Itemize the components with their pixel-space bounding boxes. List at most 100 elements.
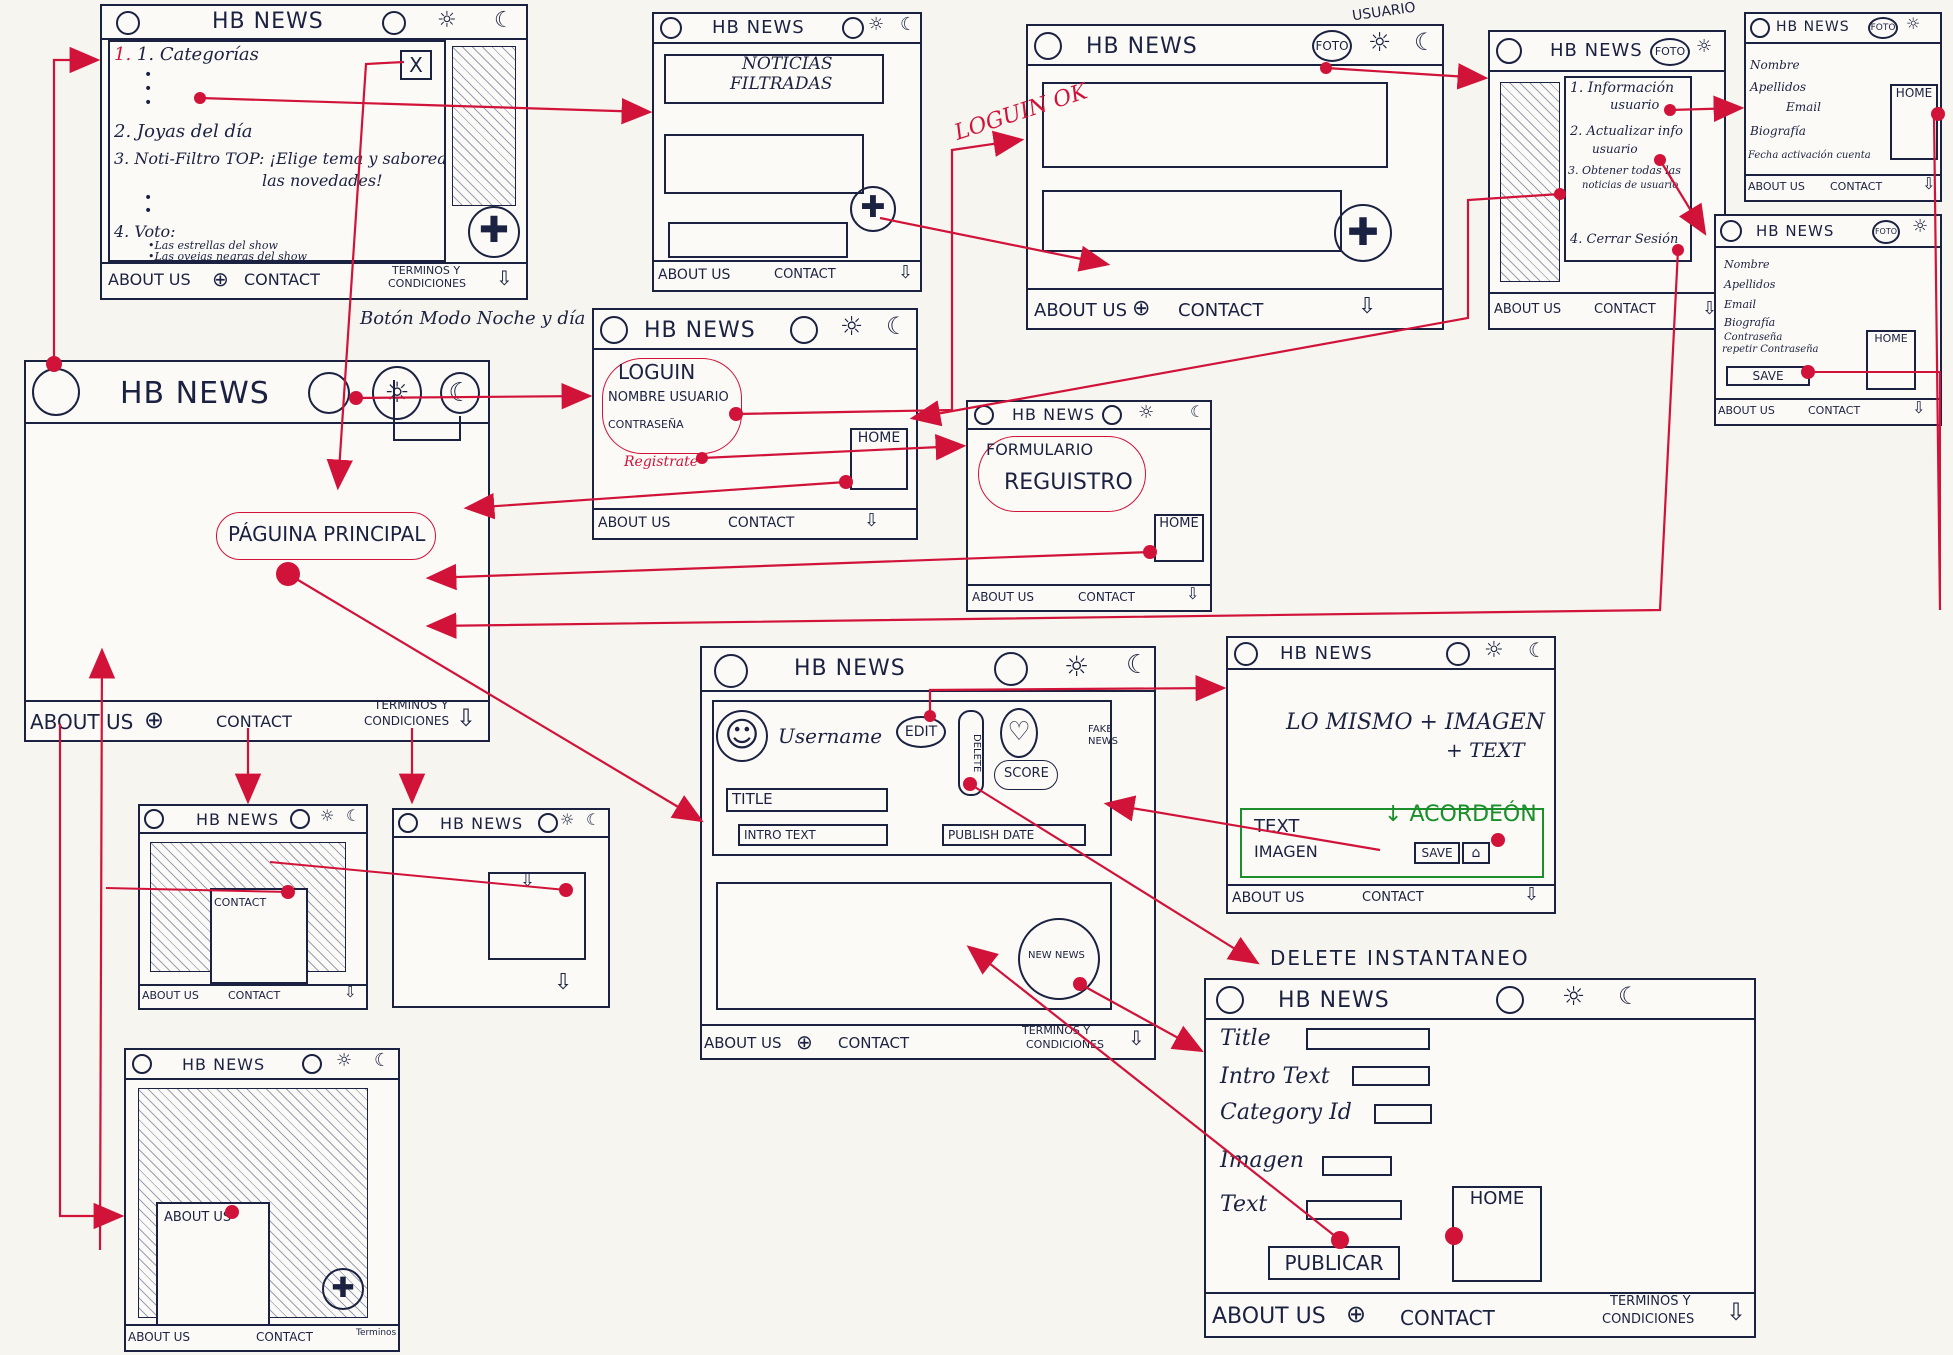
sun-icon[interactable]: ☼ [1912,216,1929,237]
footer-about[interactable]: ABOUT US [30,710,134,734]
footer-contact[interactable]: CONTACT [228,989,281,1002]
search-icon[interactable] [1034,32,1062,60]
footer-terms-1[interactable]: TERMINOS Y [392,264,461,277]
home-button[interactable]: HOME [850,428,908,490]
footer-about[interactable]: ABOUT US [108,270,191,289]
footer-about[interactable]: ABOUT US [1232,890,1305,906]
footer-about[interactable]: ABOUT US [658,267,731,283]
search-icon[interactable] [132,1054,152,1074]
sun-icon[interactable]: ☼ [1064,650,1090,683]
edit-button[interactable]: EDIT [896,716,946,748]
search-icon[interactable] [714,654,748,688]
footer-contact[interactable]: CONTACT [1178,300,1264,321]
moon-icon[interactable]: ☾ [494,8,514,33]
moon-icon[interactable]: ☾ [1528,638,1546,662]
search-icon[interactable] [974,405,994,425]
footer-contact[interactable]: CONTACT [1808,404,1861,417]
down-arrow-icon[interactable]: ⇩ [496,266,513,290]
intro-field[interactable]: INTRO TEXT [738,824,888,846]
footer-contact[interactable]: CONTACT [728,515,795,531]
down-arrow-icon[interactable]: ⇩ [1524,884,1540,905]
down-arrow-icon[interactable]: ⇩ [1912,398,1926,417]
register-link[interactable]: Registrate [624,454,699,470]
footer-about[interactable]: ABOUT US [1494,302,1562,317]
moon-icon[interactable]: ☾ [1190,402,1205,421]
user-icon[interactable] [538,813,558,833]
search-icon[interactable] [1216,986,1244,1014]
footer-about[interactable]: ABOUT US [972,590,1035,604]
sun-icon[interactable]: ☼ [1368,28,1392,58]
down-arrow-icon[interactable]: ⇩ [1186,584,1200,603]
search-icon[interactable] [32,368,80,416]
moon-icon[interactable]: ☾ [900,14,917,35]
footer-about[interactable]: ABOUT US [598,515,671,531]
user-icon[interactable] [382,11,406,35]
down-arrow-icon[interactable]: ⇩ [1726,1298,1747,1326]
footer-terms-2[interactable]: CONDICIONES [364,714,450,728]
home-icon-button[interactable]: ⌂ [1462,842,1490,864]
search-icon[interactable] [116,11,140,35]
search-icon[interactable] [660,17,682,39]
login-username-label[interactable]: NOMBRE USUARIO [608,390,729,405]
footer-about[interactable]: ABOUT US [1718,404,1775,417]
search-icon[interactable] [600,316,628,344]
sun-icon[interactable]: ☼ [1484,638,1504,663]
moon-icon[interactable]: ☾ [1126,650,1150,680]
photo-avatar[interactable]: FOTO [1312,30,1352,62]
sun-icon[interactable]: ☼ [1138,402,1155,423]
sun-icon[interactable]: ☼ [868,14,885,35]
user-menu-update[interactable]: 2. Actualizar info [1570,124,1683,139]
footer-terms-2[interactable]: CONDICIONES [1026,1038,1105,1051]
footer-terms-1[interactable]: TERMINOS Y [1610,1294,1691,1309]
footer-about[interactable]: ABOUT US [1034,300,1128,321]
menu-item-categories[interactable]: 1. 1. Categorías [114,44,259,65]
down-arrow-icon[interactable]: ⇩ [1922,174,1936,193]
user-icon[interactable] [842,17,864,39]
publish-date-field[interactable]: PUBLISH DATE [942,824,1086,846]
sun-icon[interactable]: ☼ [1562,982,1586,1012]
user-menu-info[interactable]: 1. Información [1570,80,1675,96]
footer-about[interactable]: ABOUT US [1212,1304,1326,1329]
footer-contact[interactable]: CONTACT [1594,302,1656,317]
footer-terms-short[interactable]: Terminos [356,1328,397,1338]
footer-terms-1[interactable]: TERMINOS Y [1022,1024,1091,1037]
sun-icon[interactable]: ☼ [320,806,335,825]
footer-terms-2[interactable]: CONDICIONES [1602,1312,1695,1327]
down-arrow-icon[interactable]: ⇩ [554,970,573,995]
footer-contact[interactable]: CONTACT [1400,1306,1495,1330]
down-arrow-icon[interactable]: ⇩ [520,870,536,891]
save-button[interactable]: SAVE [1414,842,1460,864]
photo-avatar[interactable]: FOTO [1650,38,1690,66]
sun-icon[interactable]: ☼ [840,312,864,342]
home-button[interactable]: HOME [1866,330,1916,390]
down-arrow-icon[interactable]: ⇩ [898,262,914,283]
footer-contact[interactable]: CONTACT [838,1034,910,1052]
moon-icon[interactable]: ☾ [886,312,908,340]
sun-toggle-icon[interactable]: ☼ [372,366,422,420]
footer-contact[interactable]: CONTACT [774,267,836,282]
search-icon[interactable] [1720,220,1742,242]
category-input[interactable] [1374,1104,1432,1124]
moon-icon[interactable]: ☾ [374,1050,391,1071]
down-arrow-icon[interactable]: ⇩ [1358,294,1377,319]
sun-icon[interactable]: ☼ [1906,14,1921,33]
user-icon[interactable] [994,652,1028,686]
footer-about[interactable]: ABOUT US [142,989,199,1002]
search-icon[interactable] [144,809,164,829]
moon-icon[interactable]: ☾ [1414,28,1436,56]
menu-item-filter[interactable]: 3. Noti-Filtro TOP: ¡Elige tema y sabore… [114,149,447,168]
footer-about[interactable]: ABOUT US [1748,180,1805,193]
sun-icon[interactable]: ☼ [560,810,575,829]
add-news-icon[interactable]: ✚ [468,206,520,258]
publish-button[interactable]: PUBLICAR [1268,1246,1400,1280]
moon-icon[interactable]: ☾ [586,810,601,829]
footer-contact[interactable]: CONTACT [244,270,320,289]
add-news-icon[interactable]: ✚ [1334,204,1392,262]
home-button[interactable]: HOME [1154,514,1204,562]
sun-icon[interactable]: ☼ [437,8,457,33]
fake-news-2[interactable]: NEWS [1088,736,1119,747]
add-news-icon[interactable]: ✚ [850,186,896,232]
title-input[interactable] [1306,1028,1430,1050]
footer-about[interactable]: ABOUT US [128,1330,191,1344]
intro-input[interactable] [1352,1066,1430,1086]
